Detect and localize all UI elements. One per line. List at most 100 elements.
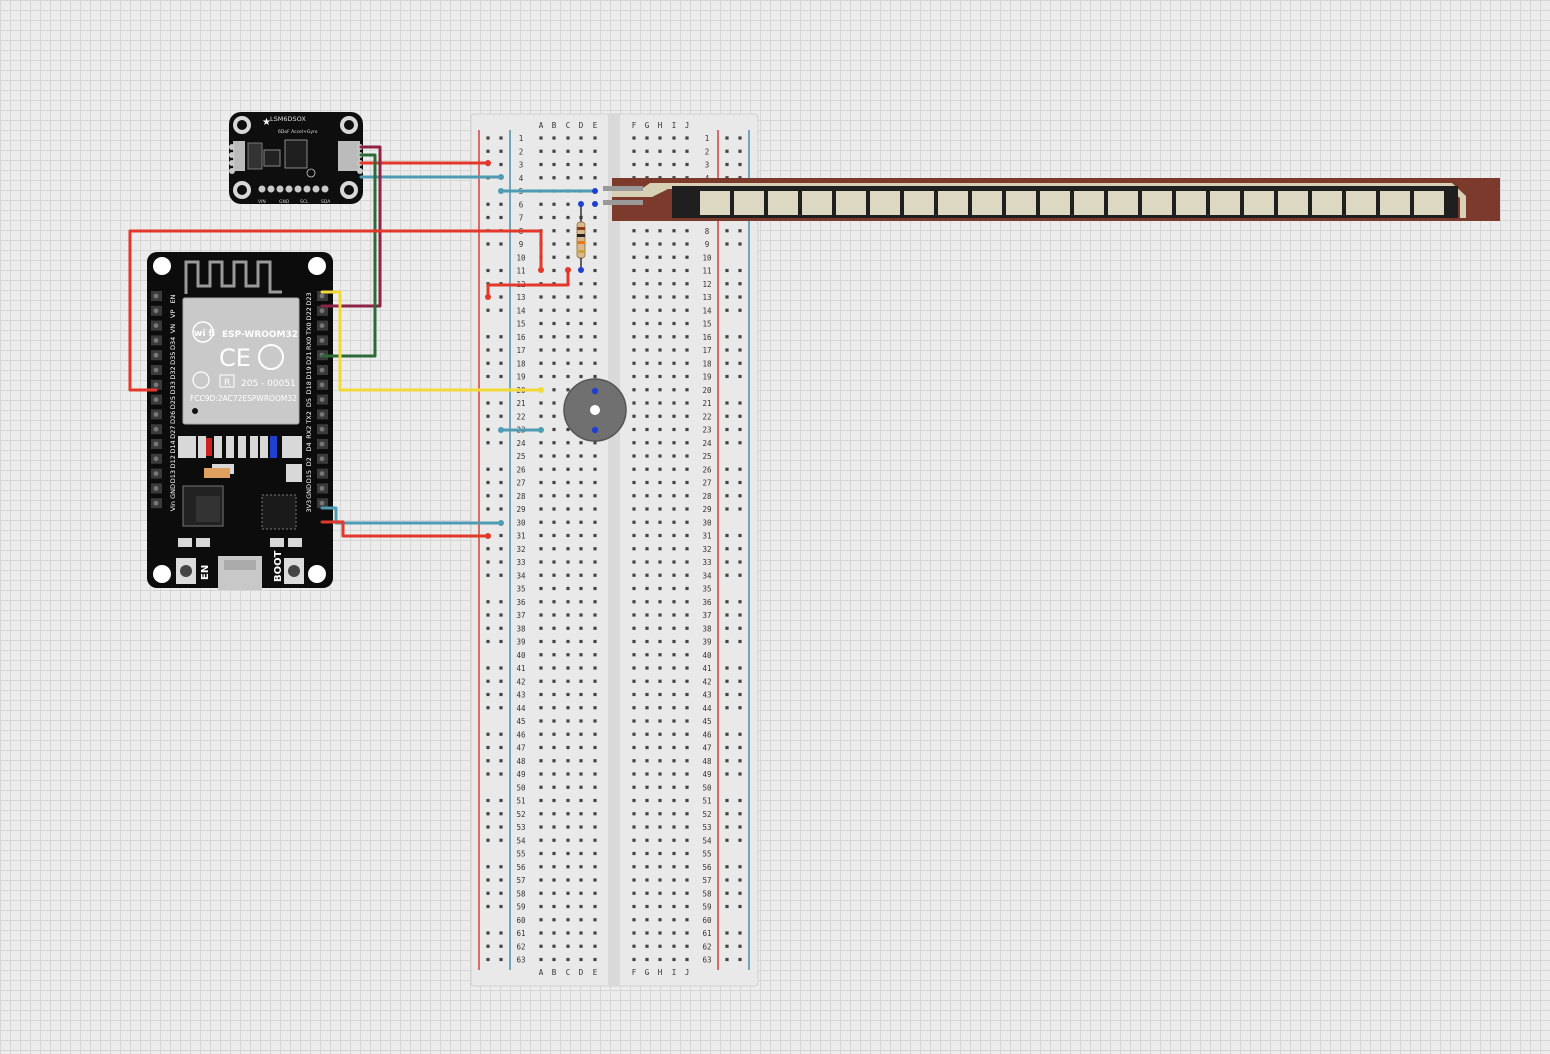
breadboard-hole[interactable] <box>645 772 649 776</box>
rail-hole[interactable] <box>499 547 503 551</box>
breadboard-hole[interactable] <box>685 759 689 763</box>
breadboard-hole[interactable] <box>566 878 570 882</box>
breadboard-hole[interactable] <box>593 507 597 511</box>
breadboard-hole[interactable] <box>566 851 570 856</box>
rail-hole[interactable] <box>499 494 503 498</box>
breadboard-hole[interactable] <box>632 745 636 750</box>
breadboard-hole[interactable] <box>672 745 676 750</box>
breadboard-hole[interactable] <box>593 255 597 259</box>
breadboard-hole[interactable] <box>579 547 583 551</box>
breadboard-hole[interactable] <box>672 653 676 657</box>
rail-hole[interactable] <box>725 136 729 140</box>
breadboard-hole[interactable] <box>566 242 570 246</box>
rail-hole[interactable] <box>725 480 729 485</box>
rail-hole[interactable] <box>499 692 503 697</box>
rail-hole[interactable] <box>725 507 729 511</box>
breadboard-hole[interactable] <box>658 268 662 273</box>
imu-pin[interactable] <box>321 185 329 193</box>
rail-hole[interactable] <box>725 666 729 670</box>
breadboard-hole[interactable] <box>552 719 556 723</box>
breadboard-hole[interactable] <box>593 600 597 604</box>
breadboard-hole[interactable] <box>672 878 676 882</box>
breadboard-hole[interactable] <box>645 666 649 670</box>
rail-hole[interactable] <box>499 480 503 485</box>
breadboard-hole[interactable] <box>593 918 597 922</box>
breadboard-hole[interactable] <box>645 520 649 524</box>
breadboard-hole[interactable] <box>552 639 556 644</box>
rail-hole[interactable] <box>725 732 729 736</box>
breadboard-hole[interactable] <box>552 374 556 379</box>
en-button[interactable] <box>176 558 196 584</box>
breadboard-hole[interactable] <box>632 295 636 299</box>
breadboard-hole[interactable] <box>685 573 689 577</box>
breadboard-hole[interactable] <box>672 692 676 697</box>
breadboard-hole[interactable] <box>685 918 689 922</box>
breadboard-hole[interactable] <box>658 467 662 471</box>
breadboard-hole[interactable] <box>539 653 543 657</box>
rail-hole[interactable] <box>738 494 742 498</box>
breadboard-hole[interactable] <box>632 308 636 312</box>
breadboard-hole[interactable] <box>593 215 597 220</box>
rail-hole[interactable] <box>738 639 742 644</box>
breadboard-hole[interactable] <box>645 812 649 816</box>
breadboard-hole[interactable] <box>672 798 676 803</box>
breadboard-hole[interactable] <box>632 480 636 485</box>
breadboard-hole[interactable] <box>632 825 636 829</box>
rail-hole[interactable] <box>738 706 742 710</box>
rail-hole[interactable] <box>499 679 503 683</box>
breadboard-hole[interactable] <box>566 547 570 551</box>
rail-hole[interactable] <box>725 162 729 167</box>
breadboard-hole[interactable] <box>566 918 570 922</box>
breadboard-hole[interactable] <box>593 586 597 591</box>
breadboard-hole[interactable] <box>658 308 662 312</box>
breadboard-hole[interactable] <box>566 759 570 763</box>
breadboard-hole[interactable] <box>632 374 636 379</box>
breadboard-hole[interactable] <box>593 374 597 379</box>
breadboard-hole[interactable] <box>632 944 636 948</box>
rail-hole[interactable] <box>725 759 729 763</box>
breadboard-hole[interactable] <box>685 401 689 405</box>
breadboard-hole[interactable] <box>685 388 689 392</box>
breadboard-hole[interactable] <box>672 414 676 418</box>
breadboard-hole[interactable] <box>685 149 689 153</box>
breadboard-hole[interactable] <box>658 600 662 604</box>
breadboard-hole[interactable] <box>645 679 649 683</box>
rail-hole[interactable] <box>486 613 490 617</box>
breadboard-hole[interactable] <box>645 639 649 644</box>
breadboard-hole[interactable] <box>552 427 556 432</box>
rail-hole[interactable] <box>486 931 490 935</box>
breadboard-hole[interactable] <box>658 851 662 856</box>
rail-hole[interactable] <box>499 838 503 842</box>
esp32-devkit[interactable]: wi fi ESP-WROOM32 CE R 205 - 00051 FCC9D… <box>147 252 333 590</box>
breadboard-hole[interactable] <box>658 904 662 909</box>
breadboard-hole[interactable] <box>539 812 543 816</box>
breadboard-hole[interactable] <box>672 772 676 776</box>
breadboard-hole[interactable] <box>672 533 676 538</box>
breadboard-hole[interactable] <box>552 533 556 538</box>
breadboard-hole[interactable] <box>632 348 636 352</box>
breadboard-hole[interactable] <box>658 666 662 670</box>
breadboard-hole[interactable] <box>658 162 662 167</box>
breadboard-hole[interactable] <box>539 414 543 418</box>
breadboard-hole[interactable] <box>658 573 662 577</box>
rail-hole[interactable] <box>725 904 729 909</box>
breadboard-hole[interactable] <box>566 295 570 299</box>
breadboard-hole[interactable] <box>672 851 676 856</box>
breadboard-hole[interactable] <box>552 812 556 816</box>
breadboard-hole[interactable] <box>593 348 597 352</box>
rail-hole[interactable] <box>486 957 490 962</box>
breadboard-hole[interactable] <box>539 308 543 312</box>
breadboard-hole[interactable] <box>645 851 649 856</box>
breadboard-hole[interactable] <box>539 348 543 352</box>
breadboard-hole[interactable] <box>685 255 689 259</box>
breadboard-hole[interactable] <box>552 732 556 736</box>
breadboard-hole[interactable] <box>632 282 636 286</box>
breadboard-hole[interactable] <box>593 573 597 577</box>
rail-hole[interactable] <box>725 944 729 948</box>
breadboard-hole[interactable] <box>658 520 662 524</box>
breadboard-hole[interactable] <box>566 957 570 962</box>
breadboard[interactable]: 1122334455667788991010111112121313141415… <box>470 113 759 987</box>
rail-hole[interactable] <box>725 745 729 750</box>
breadboard-hole[interactable] <box>658 295 662 299</box>
rail-hole[interactable] <box>725 613 729 617</box>
